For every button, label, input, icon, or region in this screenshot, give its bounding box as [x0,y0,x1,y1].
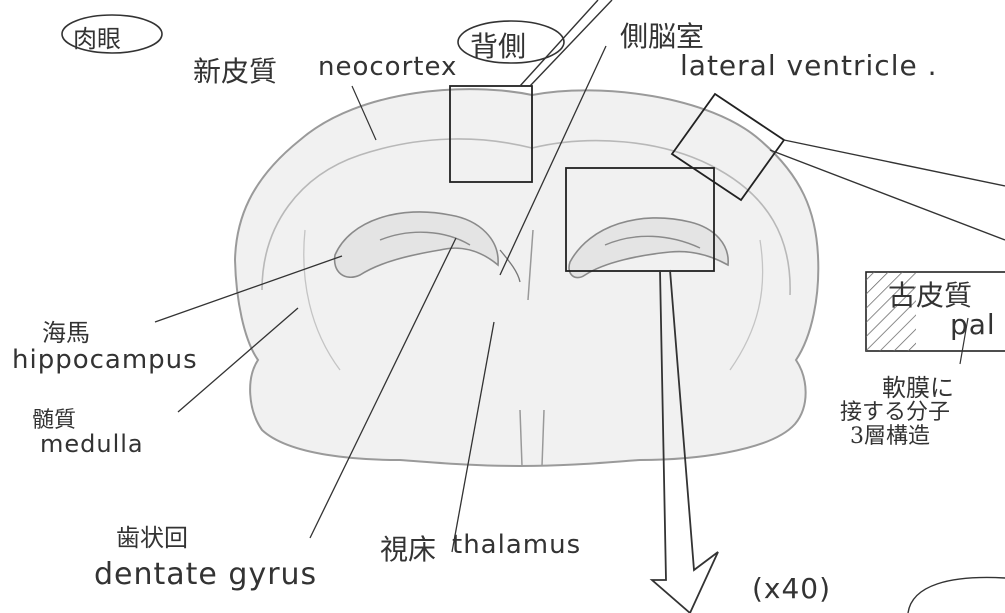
magnification-label: (x40) [752,572,831,605]
medulla-label: medulla [40,430,144,458]
dentate-gyrus-label: dentate gyrus [94,557,317,592]
neocortex-label: neocortex [318,52,457,82]
pal-label: pal [950,308,996,341]
shinhishitsu-label: 新皮質 [193,50,277,90]
naigan-label: 肉眼 [73,19,121,54]
shijokai-label: 歯状回 [116,518,188,553]
kaiba-label: 海馬 [42,313,90,348]
dorsal-line-1 [530,0,612,86]
thalamus-label: thalamus [452,530,581,560]
circle-fragment [908,577,1005,613]
shishou-label: 視床 [380,528,436,568]
cortex-line-1 [784,140,1005,186]
haisoku-label: 背側 [470,25,526,65]
dorsal-line-2 [520,0,598,86]
hippocampus-label: hippocampus [12,345,198,375]
brain-outline [235,89,818,466]
lateral-ventricle-label: lateral ventricle . [680,49,938,82]
note-line-3: 3層構造 [850,418,930,450]
